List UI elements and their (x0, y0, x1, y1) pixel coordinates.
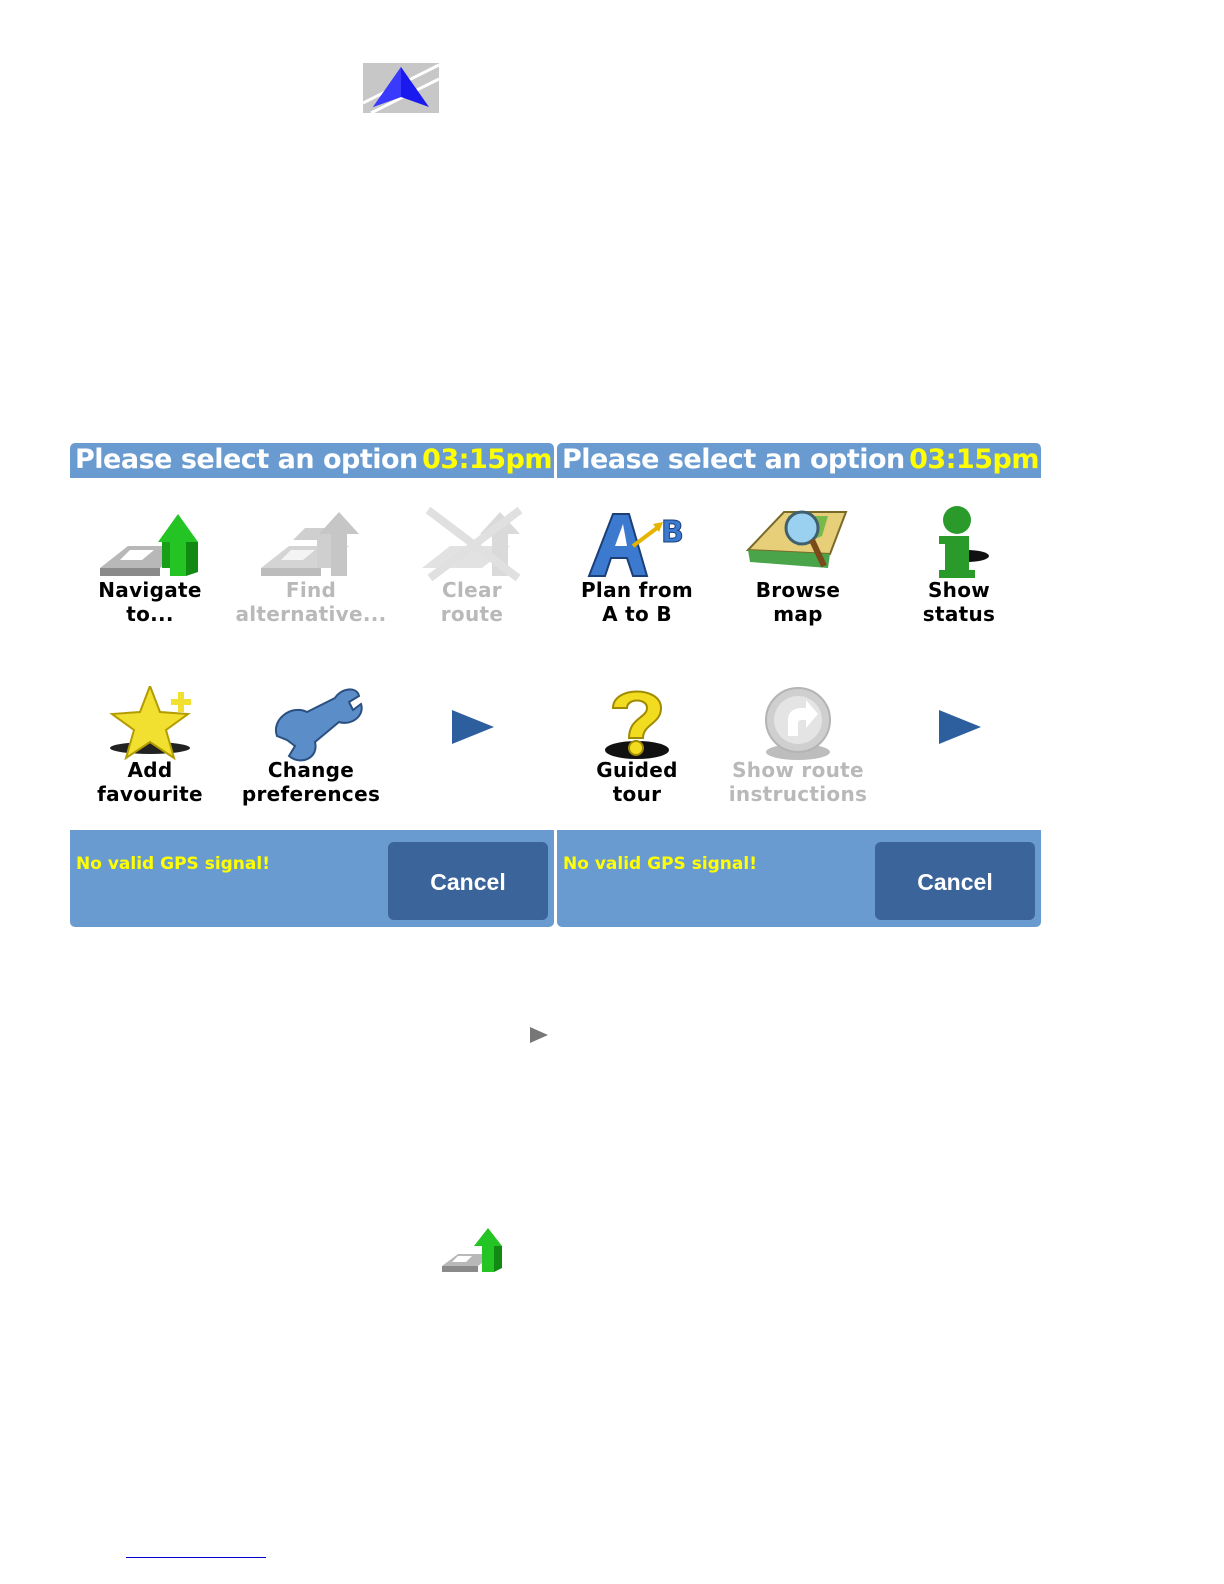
item-label-line1: Show (879, 578, 1039, 602)
menu-grid: Navigate to... Find alternative... (70, 478, 554, 830)
item-label-line1: Clear (392, 578, 552, 602)
item-label-line1: Change (231, 758, 391, 782)
cancel-button[interactable]: Cancel (388, 842, 548, 920)
item-label-line1: Browse (718, 578, 878, 602)
next-page-button[interactable] (392, 658, 552, 788)
status-footer: No valid GPS signal! Cancel (557, 830, 1041, 927)
show-route-instructions-button[interactable]: Show route instructions (718, 658, 878, 788)
guided-tour-button[interactable]: Guided tour (557, 658, 717, 788)
item-label-line1: Navigate (70, 578, 230, 602)
item-label-line1: Guided (557, 758, 717, 782)
item-label-line1: Find (231, 578, 391, 602)
star-icon (70, 686, 230, 764)
find-alternative-icon (231, 506, 391, 584)
gps-status-text: No valid GPS signal! (563, 854, 757, 874)
item-label-line2: route (392, 602, 552, 626)
browse-map-button[interactable]: Browse map (718, 478, 878, 608)
item-label-line2: instructions (718, 782, 878, 806)
find-alternative-button[interactable]: Find alternative... (231, 478, 391, 608)
navigate-small-icon (440, 1226, 506, 1276)
add-favourite-button[interactable]: Add favourite (70, 658, 230, 788)
item-label-line2: to... (70, 602, 230, 626)
item-label-line1: Plan from (557, 578, 717, 602)
clock-time: 03:15pm (909, 444, 1039, 475)
route-instructions-icon (718, 686, 878, 764)
svg-text:B: B (661, 515, 684, 550)
menu-grid: B Plan from A to B Browse map (557, 478, 1041, 830)
cancel-button[interactable]: Cancel (875, 842, 1035, 920)
browse-map-icon (718, 506, 878, 584)
title-bar: Please select an option 03:15pm (557, 443, 1041, 478)
item-label-line2: map (718, 602, 878, 626)
info-icon (879, 506, 1039, 584)
status-footer: No valid GPS signal! Cancel (70, 830, 554, 927)
navigate-icon (70, 506, 230, 584)
item-label-line2: status (879, 602, 1039, 626)
main-menu-screen-page2: Please select an option 03:15pm B Plan f… (557, 443, 1041, 927)
item-label-line2: alternative... (231, 602, 391, 626)
gps-position-arrow-icon (363, 63, 439, 113)
plan-a-to-b-button[interactable]: B Plan from A to B (557, 478, 717, 608)
screen-title: Please select an option (75, 444, 418, 475)
item-label-line1: Show route (718, 758, 878, 782)
next-page-button[interactable] (879, 658, 1039, 788)
link-underline (126, 1557, 266, 1558)
title-bar: Please select an option 03:15pm (70, 443, 554, 478)
main-menu-screen-page1: Please select an option 03:15pm Navigate… (70, 443, 554, 927)
gray-play-arrow-icon (528, 1026, 550, 1044)
plan-a-to-b-icon: B (557, 506, 717, 584)
item-label-line2: tour (557, 782, 717, 806)
clock-time: 03:15pm (422, 444, 552, 475)
item-label-line2: favourite (70, 782, 230, 806)
screen-title: Please select an option (562, 444, 905, 475)
item-label-line2: preferences (231, 782, 391, 806)
question-icon (557, 686, 717, 764)
item-label-line1: Add (70, 758, 230, 782)
item-label-line2: A to B (557, 602, 717, 626)
wrench-icon (231, 686, 391, 764)
clear-route-icon (392, 506, 552, 584)
change-preferences-button[interactable]: Change preferences (231, 658, 391, 788)
gps-status-text: No valid GPS signal! (76, 854, 270, 874)
show-status-button[interactable]: Show status (879, 478, 1039, 608)
next-arrow-icon (392, 686, 552, 764)
clear-route-button[interactable]: Clear route (392, 478, 552, 608)
next-arrow-icon (879, 686, 1039, 764)
navigate-to-button[interactable]: Navigate to... (70, 478, 230, 608)
